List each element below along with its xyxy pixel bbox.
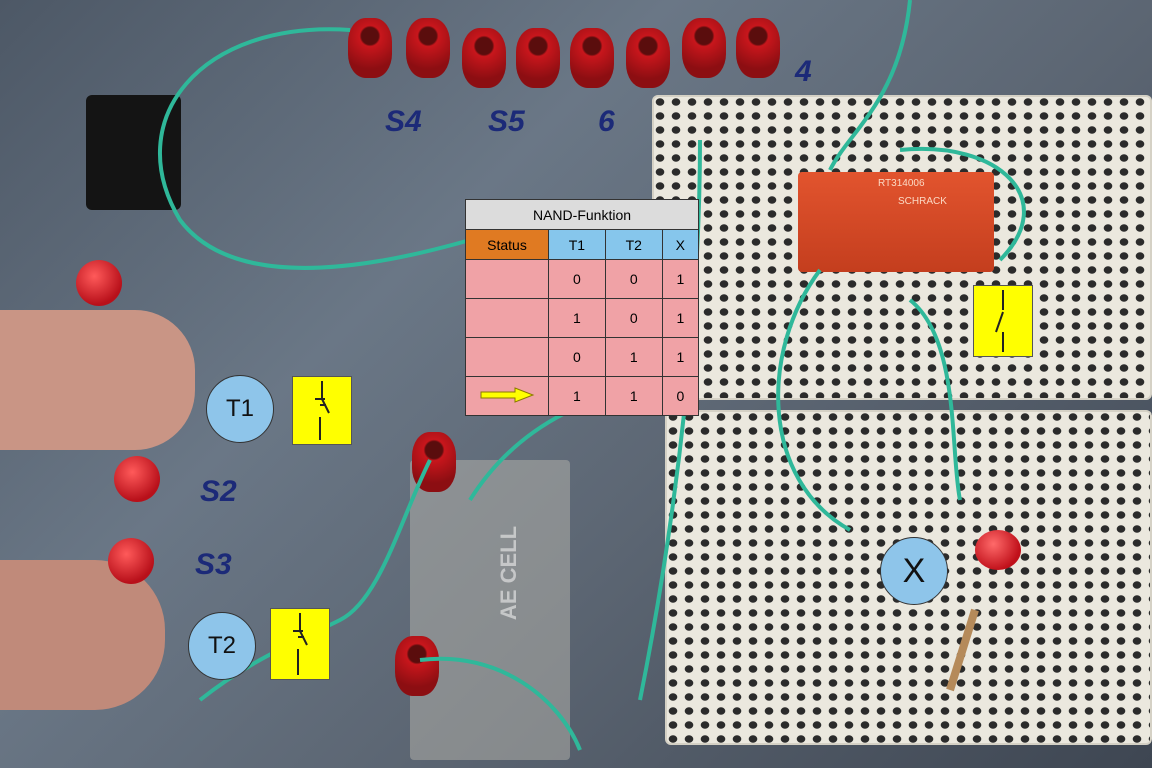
jack-socket [348,18,392,78]
battery [410,460,570,760]
pushbutton [76,260,122,306]
panel-label-s3: S3 [195,548,232,581]
nc-switch-symbol-icon [292,376,352,445]
no-switch-symbol-icon [973,285,1033,357]
table-title: NAND-Funktion [465,199,699,230]
pushbutton [108,538,154,584]
panel-label-4: 4 [795,55,812,88]
panel-label-s4: S4 [385,105,422,138]
panel-label-6: 6 [598,105,615,138]
cell-x: 1 [661,337,700,377]
jack-socket [682,18,726,78]
relay-model: RT314006 [878,178,925,189]
jack-socket [736,18,780,78]
wire [899,146,1026,262]
header-x: X [661,229,700,260]
jack-socket [395,636,439,696]
panel-label-s2: S2 [200,475,237,508]
header-t1: T1 [548,229,606,260]
nc-switch-symbol-icon [270,608,330,680]
wire [908,298,962,501]
x-badge: X [880,537,948,605]
wire [158,27,471,270]
relay-brand: SCHRACK [898,196,947,207]
cell-t1: 0 [548,259,606,299]
cell-t1: 0 [548,337,606,377]
jack-socket [516,28,560,88]
jack-socket [406,18,450,78]
pushbutton [114,456,160,502]
cell-t2: 1 [604,376,663,416]
resistor [946,608,979,692]
cell-x: 1 [661,298,700,338]
status-cell [465,376,549,416]
finger-hand [0,560,165,710]
cell-t2: 0 [604,298,663,338]
jack-socket [626,28,670,88]
panel-label-s5: S5 [488,105,525,138]
header-t2: T2 [604,229,663,260]
thumb-hand [0,310,195,450]
cell-x: 0 [661,376,700,416]
wire [419,656,582,751]
jack-socket [570,28,614,88]
cell-t1: 1 [548,376,606,416]
led [975,530,1021,570]
status-cell [465,259,549,299]
cell-t1: 1 [548,298,606,338]
wire [828,0,912,171]
jack-socket [462,28,506,88]
status-cell [465,298,549,338]
wire [776,268,851,532]
t2-badge: T2 [188,612,256,680]
t1-badge: T1 [206,375,274,443]
cell-t2: 1 [604,337,663,377]
cell-x: 1 [661,259,700,299]
status-cell [465,337,549,377]
header-status: Status [465,229,549,260]
cell-t2: 0 [604,259,663,299]
relay: RT314006 SCHRACK [798,172,994,272]
arrow-right-icon [480,386,535,403]
